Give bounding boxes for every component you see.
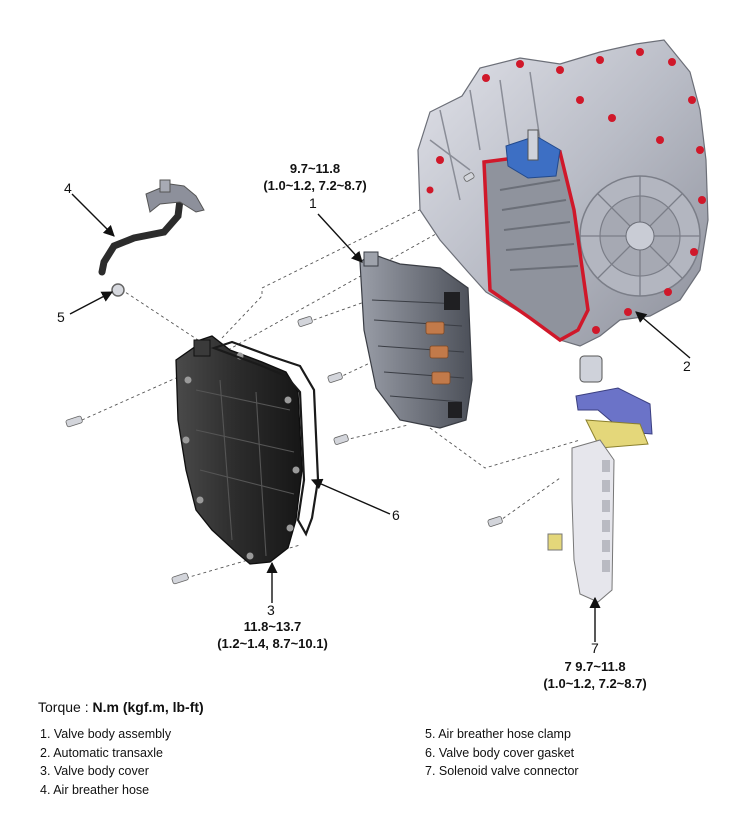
torque-heading-units: N.m (kgf.m, lb-ft): [92, 699, 204, 715]
torque-spec-connector-units: (1.0~1.2, 7.2~8.7): [543, 676, 647, 691]
torque-spec-valve-body-units: (1.0~1.2, 7.2~8.7): [263, 178, 367, 193]
exploded-view-diagram: [65, 39, 709, 642]
torque-heading-label: Torque :: [38, 699, 93, 715]
legend-item: 4. Air breather hose: [40, 782, 150, 797]
callout-5: 5: [57, 309, 65, 325]
legend-item: 6. Valve body cover gasket: [425, 745, 575, 760]
legend-left: 1. Valve body assembly 2. Automatic tran…: [40, 725, 171, 799]
callout-7: 7: [591, 640, 599, 656]
torque-heading: Torque : N.m (kgf.m, lb-ft): [38, 699, 204, 715]
callout-3: 3: [267, 602, 275, 618]
valve-body-cover: [175, 335, 303, 565]
legend-item: 3. Valve body cover: [40, 764, 149, 779]
legend-right: 5. Air breather hose clamp 6. Valve body…: [425, 725, 579, 781]
legend-item: 1. Valve body assembly: [40, 727, 172, 741]
torque-spec-cover-value: 11.8~13.7: [243, 619, 302, 634]
torque-spec-valve-body: 9.7~11.8 (1.0~1.2, 7.2~8.7): [240, 160, 390, 194]
legend-item: 2. Automatic transaxle: [40, 745, 163, 760]
callout-1: 1: [309, 195, 317, 211]
leader-lines: [69, 193, 691, 642]
legend-item: 7. Solenoid valve connector: [425, 764, 579, 779]
torque-spec-cover: 11.8~13.7 (1.2~1.4, 8.7~10.1): [195, 618, 350, 652]
torque-spec-valve-body-value: 9.7~11.8: [289, 161, 341, 176]
callout-6: 6: [392, 507, 400, 523]
solenoid-valve-connector: [547, 355, 653, 603]
assembly-guide-lines: [81, 179, 581, 579]
valve-body-cover-gasket: [210, 340, 320, 537]
callout-2: 2: [683, 358, 691, 374]
torque-spec-cover-units: (1.2~1.4, 8.7~10.1): [217, 636, 328, 651]
air-breather-hose: [98, 179, 205, 276]
bolts: [65, 172, 503, 585]
legend-item: 5. Air breather hose clamp: [425, 727, 571, 741]
air-breather-hose-clamp: [111, 283, 125, 297]
torque-spec-connector-value: 7 9.7~11.8: [564, 659, 626, 674]
callout-4: 4: [64, 180, 72, 196]
torque-spec-connector: 7 9.7~11.8 (1.0~1.2, 7.2~8.7): [520, 658, 670, 692]
valve-body-assembly: [359, 251, 473, 429]
automatic-transaxle: [417, 39, 709, 347]
